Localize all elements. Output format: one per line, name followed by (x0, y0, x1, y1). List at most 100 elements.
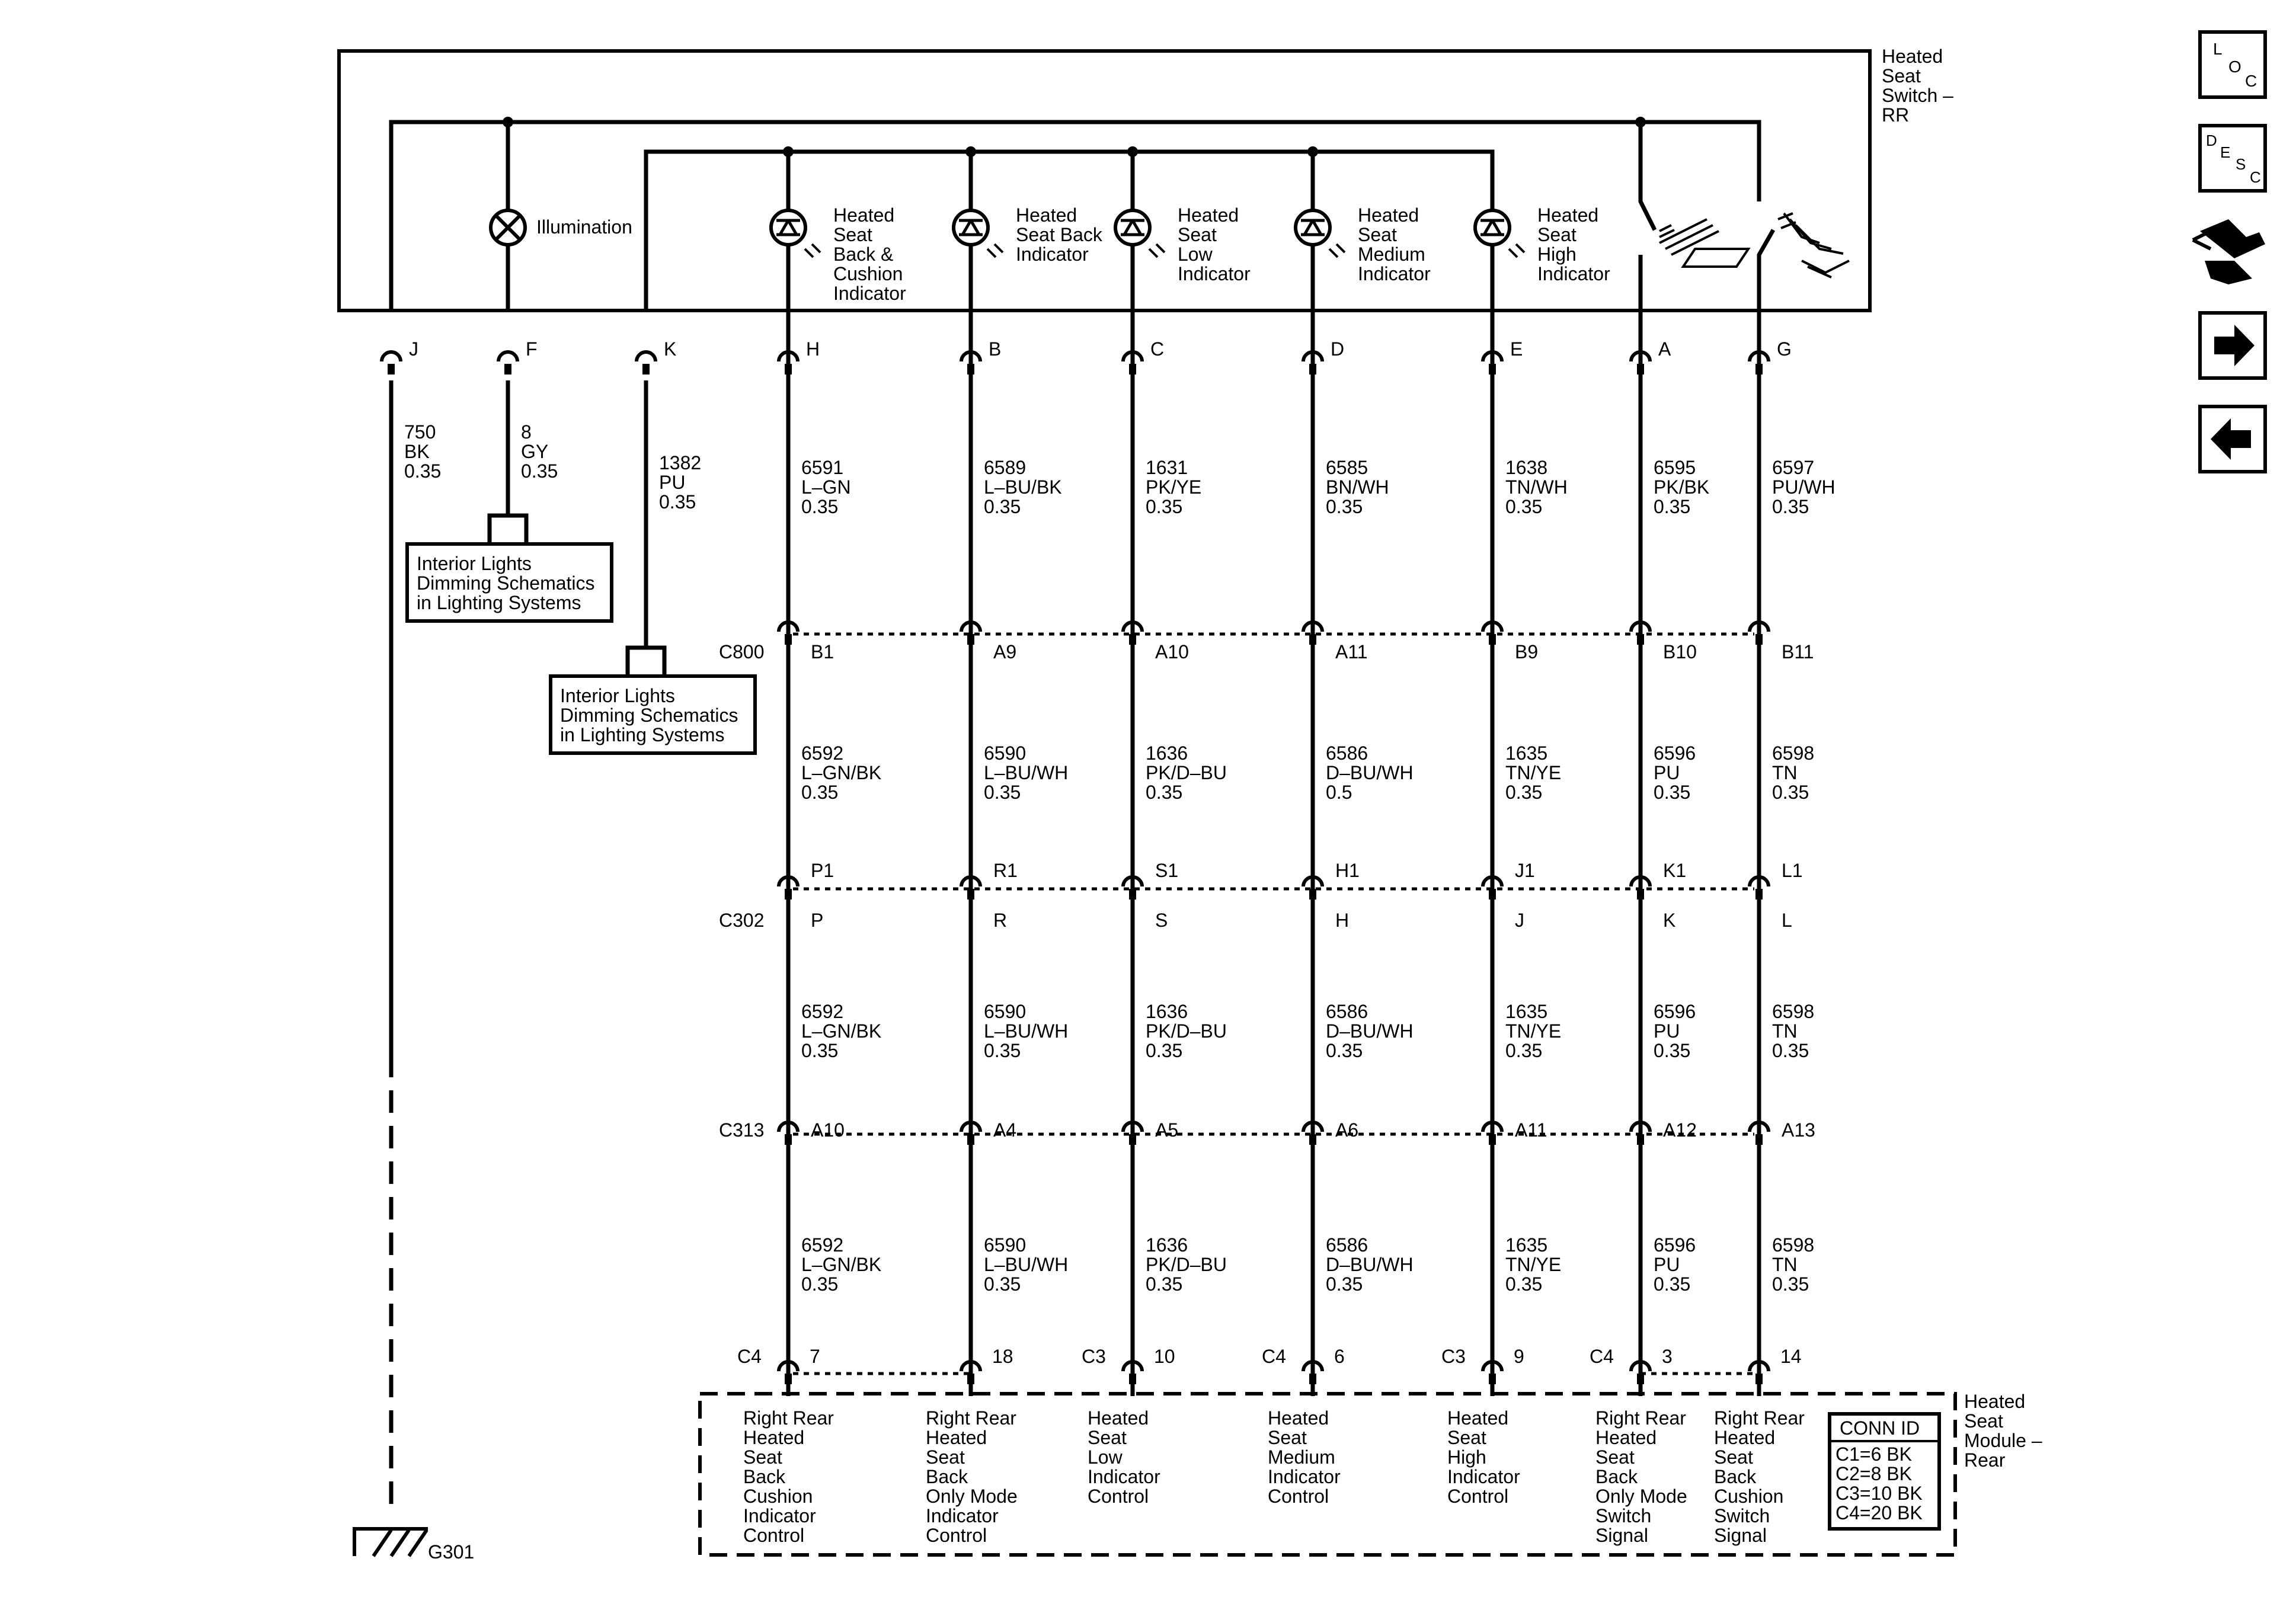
wire-label-line-1: 750 (404, 421, 436, 443)
c302-top-pin-label: S1 (1155, 860, 1178, 881)
wire1-label-line-2: PU/WH (1772, 476, 1835, 498)
module-desc-line-5: Control (1088, 1486, 1149, 1507)
wire4-label-line-3: 0.35 (1505, 1273, 1542, 1295)
heated-seat-module-outline (698, 1392, 1957, 1557)
conn-id-title: CONN ID (1840, 1417, 1920, 1439)
terminal-female-icon (960, 620, 982, 632)
wire4-label-line-3: 0.35 (984, 1273, 1021, 1295)
wire4-label-line-3: 0.35 (1146, 1273, 1182, 1295)
indicator-label-line-3: Indicator (1016, 244, 1089, 265)
conn-id-row-4: C4=20 BK (1835, 1502, 1923, 1523)
wire4-label-line-2: TN/YE (1505, 1254, 1561, 1275)
wire3-label-line-3: 0.35 (1772, 1040, 1809, 1061)
wire2-label-line-3: 0.35 (1772, 782, 1809, 803)
indicator-label-line-1: Heated (1016, 204, 1077, 226)
terminal-male-icon (967, 889, 974, 900)
wire1-label-line-2: BN/WH (1326, 476, 1389, 498)
seat-back-cushion-icon (1659, 218, 1751, 268)
indicator-label-line-2: Seat Back (1016, 224, 1103, 245)
desc-button[interactable]: D E S C (2198, 124, 2267, 193)
module-desc-line-1: Right Rear (926, 1407, 1016, 1429)
wire1-label-line-3: 0.35 (801, 496, 838, 517)
indicator-label-line-1: Heated (1537, 204, 1598, 226)
module-title-line-3: Module – (1964, 1430, 2042, 1451)
module-desc-line-3: Seat (1595, 1446, 1635, 1468)
terminal-male-icon (967, 634, 974, 645)
wire3-label-line-3: 0.35 (1326, 1040, 1363, 1061)
wire2-label-line-1: 6596 (1654, 742, 1696, 764)
indicator-led-icon (1473, 209, 1526, 258)
indicator-label-line-4: Cushion (833, 263, 903, 284)
module-pin-label: 14 (1780, 1346, 1802, 1367)
terminal-female-icon (1121, 1121, 1144, 1132)
terminal-female-icon (1481, 1121, 1504, 1132)
diagram-labels: Heated Seat Switch – RR Illumination C80… (417, 46, 2042, 1563)
terminal-female-icon (1748, 620, 1770, 632)
wire3-label-line-2: TN (1772, 1020, 1798, 1042)
module-desc-line-7: Signal (1595, 1525, 1648, 1546)
module-desc-line-1: Right Rear (743, 1407, 834, 1429)
terminal-female-icon (1481, 620, 1504, 632)
terminal-female-icon (1302, 1360, 1324, 1372)
terminal-male-icon (1637, 889, 1644, 900)
wire-label-line-1: 8 (521, 421, 532, 443)
terminal-female-icon (1629, 1360, 1652, 1372)
terminal-male-icon (1489, 364, 1496, 375)
terminal-female-icon (777, 350, 800, 362)
module-desc-line-5: Control (1268, 1486, 1329, 1507)
c302-bottom-pin-label: K (1663, 910, 1675, 931)
indicator-label-line-3: Back & (833, 244, 893, 265)
wire-label-line-2: GY (521, 441, 548, 462)
switch-pin-label: H (806, 338, 820, 360)
terminal-female-icon (777, 1121, 800, 1132)
terminal-male-icon (1129, 364, 1136, 375)
ref-box-1-line-2: Dimming Schematics (417, 572, 595, 594)
c313-pin-label: A4 (993, 1119, 1016, 1141)
module-desc-line-4: Indicator (1447, 1466, 1520, 1487)
c800-pin-label: A9 (993, 641, 1016, 662)
conn-id-row-2: C2=8 BK (1835, 1463, 1912, 1484)
wire3-label-line-3: 0.35 (801, 1040, 838, 1061)
module-desc-line-4: Back (743, 1466, 786, 1487)
terminal-female-icon (1629, 875, 1652, 887)
module-connector-label: C3 (1082, 1346, 1106, 1367)
wire4-label-line-2: L–BU/WH (984, 1254, 1068, 1275)
c302-bottom-pin-label: S (1155, 910, 1168, 931)
module-desc-line-3: Seat (1714, 1446, 1753, 1468)
switch-title-line-2: Seat (1882, 65, 1921, 87)
desc-letter-s: S (2236, 155, 2246, 173)
module-desc-line-5: Only Mode (1595, 1486, 1687, 1507)
indicator-label-line-1: Heated (1178, 204, 1239, 226)
module-title-line-2: Seat (1964, 1410, 2003, 1432)
previous-arrow-button[interactable] (2198, 405, 2267, 473)
terminal-male-icon (1755, 634, 1763, 645)
circuit-column: A6595PK/BK0.35B106596PU0.35K1K6596PU0.35… (1590, 311, 1709, 1546)
terminal-female-icon (1748, 1121, 1770, 1132)
terminal-female-icon (1481, 1360, 1504, 1372)
c302-bottom-pin-label: J (1515, 910, 1524, 931)
c313-label: C313 (719, 1119, 765, 1141)
module-desc-line-6: Switch (1595, 1505, 1651, 1526)
loc-button[interactable]: L O C (2198, 30, 2267, 99)
c302-top-pin-label: L1 (1782, 860, 1803, 881)
indicator-label-line-1: Heated (833, 204, 894, 226)
ref-box-2-line-2: Dimming Schematics (560, 705, 738, 726)
c800-pin-label: B1 (811, 641, 834, 662)
terminal-male-icon (1755, 1374, 1763, 1384)
module-pin-label: 3 (1662, 1346, 1673, 1367)
wire1-label-line-3: 0.35 (1505, 496, 1542, 517)
terminal-male-icon (785, 889, 792, 900)
next-arrow-button[interactable] (2198, 311, 2267, 380)
c302-bottom-pin-label: P (811, 910, 823, 931)
c302-bottom-pin-label: L (1782, 910, 1792, 931)
terminal-male-icon (1489, 634, 1496, 645)
terminal-male-icon (1129, 1134, 1136, 1145)
circuit-column: HeatedSeatHighIndicatorE1638TN/WH0.35B91… (1441, 152, 1610, 1507)
indicator-label-line-1: Heated (1358, 204, 1419, 226)
ref-box-2-line-1: Interior Lights (560, 685, 675, 706)
connector-tools-icon[interactable] (2192, 219, 2265, 284)
c800-label: C800 (719, 641, 765, 662)
indicator-led-icon (769, 209, 821, 258)
